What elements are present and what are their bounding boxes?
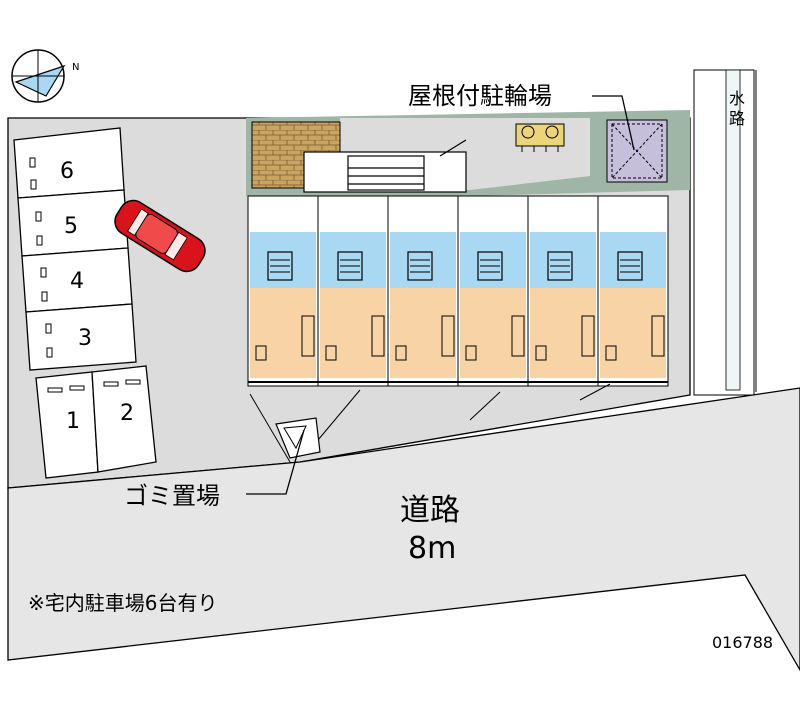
svg-text:N: N xyxy=(72,62,79,73)
parking-space-2 xyxy=(91,365,157,473)
bicycle-icon xyxy=(515,123,565,152)
waterway-strip xyxy=(693,69,755,396)
waterway-label-1: 水 xyxy=(729,89,745,108)
parking-space-1-number: 1 xyxy=(66,409,80,434)
unit-106 xyxy=(597,195,669,387)
garbage-area-inner xyxy=(283,425,307,450)
road-width-label: 8m xyxy=(408,531,456,566)
road-area xyxy=(7,387,800,672)
unit-102 xyxy=(317,195,389,387)
parking-space-5-number: 5 xyxy=(64,214,78,239)
unit-104 xyxy=(457,195,529,387)
parking-space-2-number: 2 xyxy=(120,401,134,426)
property-code: 016788 xyxy=(712,633,773,652)
parking-space-3 xyxy=(25,303,137,371)
parking-note: ※宅内駐車場6台有り xyxy=(28,591,217,615)
wheel-stops xyxy=(29,157,141,393)
site-lines xyxy=(249,383,611,463)
parking-space-6-number: 6 xyxy=(60,159,74,184)
car-icon xyxy=(114,199,206,273)
bike-shelter-roof xyxy=(611,123,663,179)
building xyxy=(247,195,669,387)
garbage-leader xyxy=(246,429,305,495)
parking-space-3-number: 3 xyxy=(78,326,92,351)
unit-105 xyxy=(527,195,599,387)
compass-icon: N xyxy=(11,49,79,103)
waterway-channel xyxy=(725,69,741,391)
bike-shelter-leader xyxy=(592,95,635,151)
garbage-label: ゴミ置場 xyxy=(124,482,220,510)
stairs xyxy=(303,139,467,193)
waterway-label-2: 路 xyxy=(729,109,745,128)
bike-shelter-cross xyxy=(611,123,663,179)
parking-space-4-number: 4 xyxy=(70,269,84,294)
unit-101 xyxy=(247,195,319,387)
bike-parking-label: 屋根付駐輪場 xyxy=(408,82,552,110)
road-label: 道路 xyxy=(400,493,460,528)
parking-area xyxy=(13,127,157,479)
unit-103 xyxy=(387,195,459,387)
